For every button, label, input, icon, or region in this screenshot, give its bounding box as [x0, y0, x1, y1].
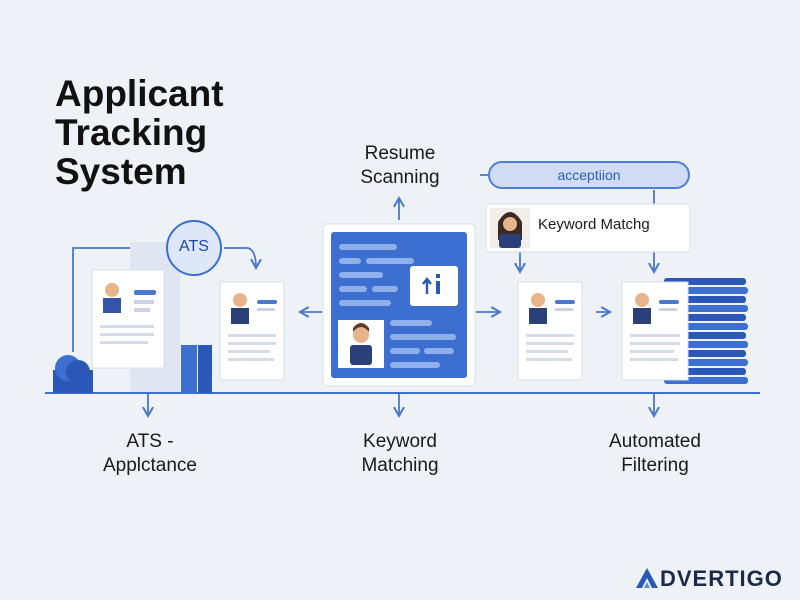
- caption-resume-scanning: Resume Scanning: [360, 143, 440, 188]
- people-icon: [53, 355, 93, 393]
- caption-ats-application: ATS - Applctance: [102, 431, 197, 476]
- brand-text: DVERTIGO: [660, 566, 783, 591]
- caption-keyword-matching: Keyword Matching: [361, 431, 439, 476]
- ats-bubble-label: ATS: [179, 238, 209, 255]
- ats-to-resume-arrow: [224, 247, 262, 271]
- scanner-panel: [322, 223, 476, 387]
- page-title: Applicant Tracking System: [55, 73, 224, 192]
- brand-logo: DVERTIGO: [636, 566, 786, 592]
- acceptance-pill: acceptiion: [488, 161, 690, 189]
- resume-card-2: [219, 281, 285, 381]
- keyword-card: [485, 203, 691, 253]
- keyword-card-label: Keyword Matchg: [538, 216, 650, 233]
- document-stack-left: [91, 242, 212, 393]
- caption-automated-filtering: Automated Filtering: [609, 431, 701, 476]
- ats-bubble: [166, 220, 222, 276]
- resume-card-4: [621, 281, 689, 381]
- brand-mark-icon: [636, 568, 658, 588]
- resume-card-3: [517, 281, 583, 381]
